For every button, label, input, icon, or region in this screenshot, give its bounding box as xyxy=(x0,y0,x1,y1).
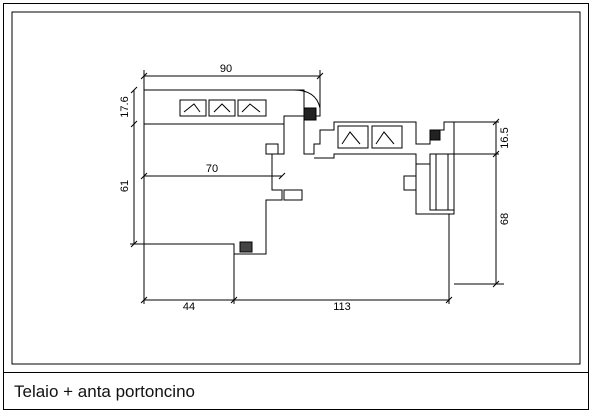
drawing-frame: 90 17.6 61 70 16.5 68 44 113 Telaio + an… xyxy=(3,3,589,410)
top-thermal-breaks xyxy=(183,103,261,113)
sash-thermal-breaks xyxy=(341,131,395,145)
dim-label-left-top-height: 17.6 xyxy=(119,96,131,117)
top-chamber-1 xyxy=(179,99,207,117)
caption-bar: Telaio + anta portoncino xyxy=(4,372,588,410)
sash-chamber-1 xyxy=(337,125,369,149)
hardware-detail-2 xyxy=(283,189,303,201)
sash-chamber-2 xyxy=(371,125,403,149)
panel-infill xyxy=(429,153,455,211)
technical-drawing: 90 17.6 61 70 16.5 68 44 113 xyxy=(11,11,581,365)
top-chamber-3 xyxy=(237,99,267,117)
dim-label-top-width: 90 xyxy=(220,63,232,75)
dimension-ticks xyxy=(130,72,500,304)
dim-label-left-height: 61 xyxy=(119,180,131,192)
dim-label-right-top-height: 16.5 xyxy=(499,127,511,148)
top-chamber-2 xyxy=(208,99,236,117)
gasket-top xyxy=(303,107,317,121)
dim-label-inner-width: 70 xyxy=(206,163,218,175)
sash-profile xyxy=(303,116,455,215)
top-profile xyxy=(144,89,321,117)
figure-caption: Telaio + anta portoncino xyxy=(14,382,195,401)
hardware-detail-3 xyxy=(403,175,417,191)
dim-label-right-height: 68 xyxy=(499,213,511,225)
dim-label-bottom-right: 113 xyxy=(333,301,351,313)
frame-body xyxy=(143,89,305,255)
drawing-border xyxy=(11,11,581,365)
dim-label-bottom-left: 44 xyxy=(183,301,195,313)
bottom-seal xyxy=(239,241,253,253)
gasket-sash xyxy=(429,129,441,141)
hardware-detail-1 xyxy=(265,143,279,155)
